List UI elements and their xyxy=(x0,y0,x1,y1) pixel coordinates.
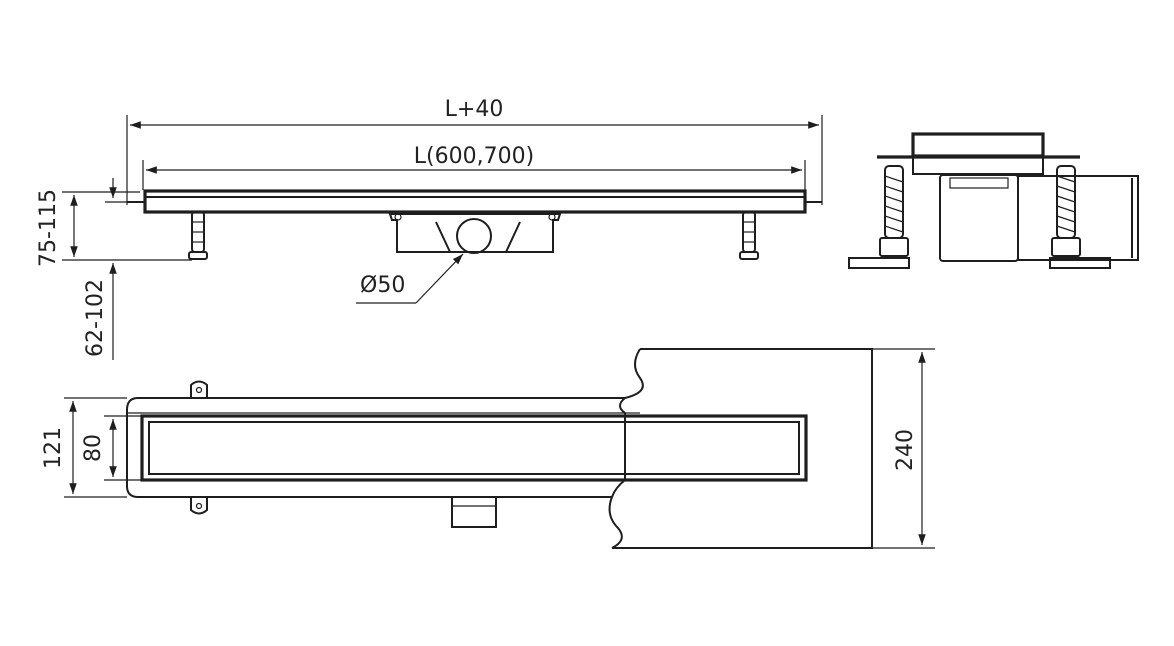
siphon-body xyxy=(388,213,562,254)
end-view xyxy=(848,132,1139,269)
grate-inner xyxy=(148,421,800,475)
left-adjustable-foot xyxy=(188,211,208,260)
outlet-diameter-leader xyxy=(415,253,464,304)
frame-height-label: 75-115 xyxy=(36,189,61,267)
channel-length-label: L(600,700) xyxy=(414,144,534,169)
foot-height-label: 62-102 xyxy=(83,279,108,357)
total-width-label: 240 xyxy=(893,429,918,471)
bottom-mounting-lug xyxy=(190,497,208,515)
channel-side-profile xyxy=(127,189,822,214)
frame-width-label: 121 xyxy=(41,427,66,469)
overall-length-label: L+40 xyxy=(445,97,504,122)
top-view: 240 121 80 xyxy=(41,348,935,549)
outlet-stub xyxy=(451,496,497,528)
drain-frame-outline xyxy=(126,397,625,498)
end-view-right-foot xyxy=(1049,165,1111,269)
grate-width-label: 80 xyxy=(81,434,106,462)
right-adjustable-foot xyxy=(739,211,759,260)
grate-outer xyxy=(140,414,808,482)
top-mounting-lug xyxy=(190,380,208,398)
outlet-diameter-label: Ø50 xyxy=(360,273,405,298)
end-view-left-foot xyxy=(848,165,910,269)
side-view: L+40 L(600,700) xyxy=(36,97,823,360)
floor-panel xyxy=(612,348,873,549)
